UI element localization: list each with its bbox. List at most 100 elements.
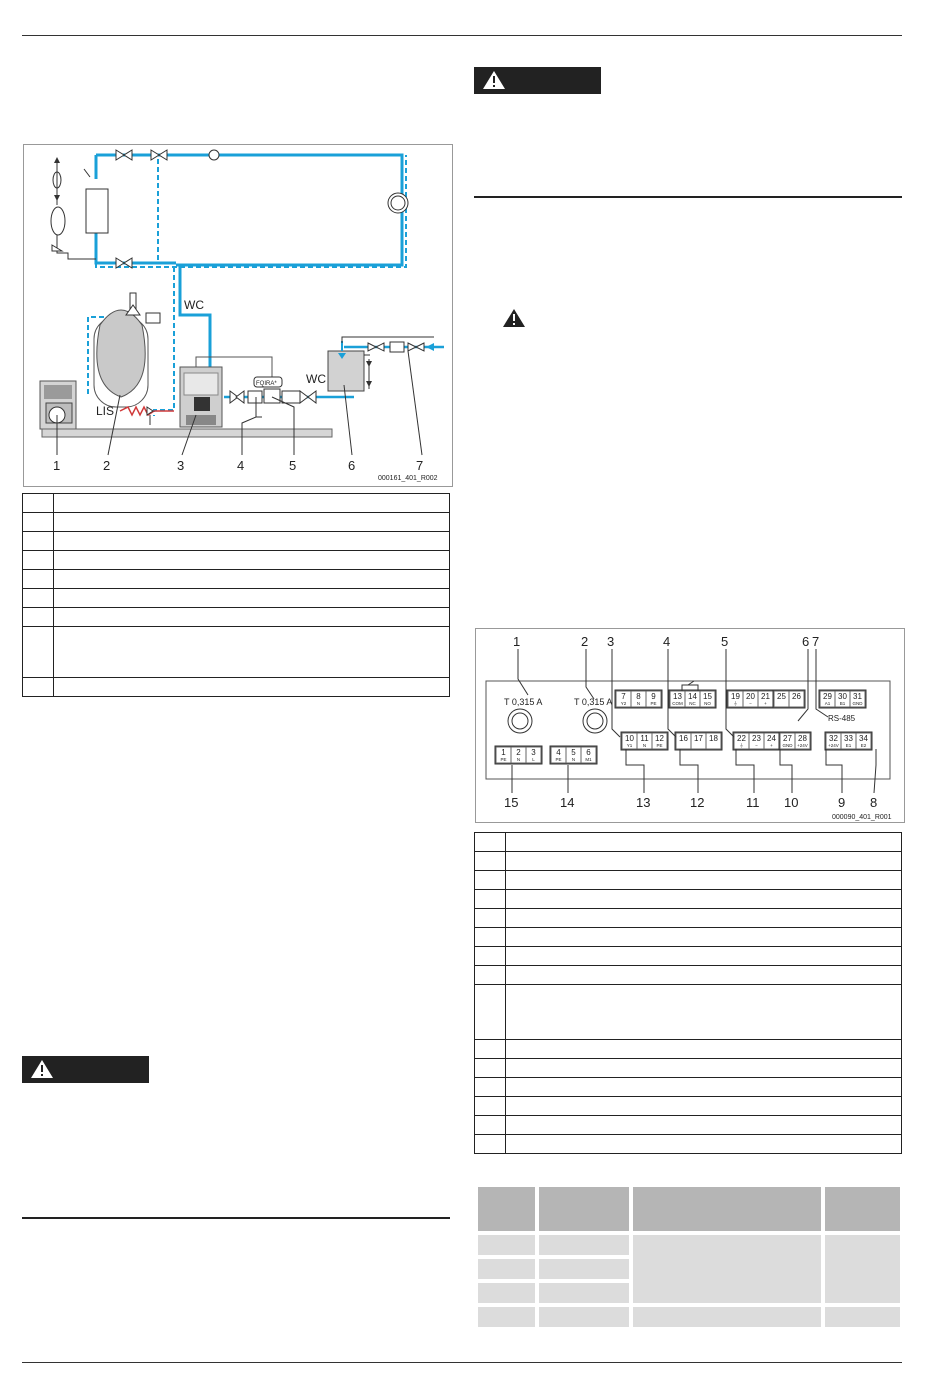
terminal-number: 24 <box>767 734 776 743</box>
callout-top-6: 6 <box>802 634 809 649</box>
figure-code: 000161_401_R002 <box>378 475 438 482</box>
terminal-signal: NO <box>704 701 711 706</box>
grey-cell <box>478 1235 536 1255</box>
callout-top-4: 4 <box>663 634 670 649</box>
grey-cell <box>632 1307 821 1327</box>
figure2-code: 000090_401_R001 <box>832 814 892 821</box>
wc-label-right: WC <box>306 372 326 386</box>
callout-2: 2 <box>103 458 110 473</box>
terminal-signal: ⏚ <box>733 700 738 706</box>
terminal-signal: COM <box>672 701 683 706</box>
warning-icon <box>31 1060 53 1078</box>
warning-bar-right <box>474 67 601 94</box>
grey-header-cell <box>824 1187 900 1231</box>
terminal-number: 7 <box>621 692 626 701</box>
terminal-number: 33 <box>844 734 853 743</box>
terminal-signal: L <box>532 757 535 762</box>
terminal-number: 17 <box>694 734 703 743</box>
grey-cell <box>539 1259 629 1279</box>
grey-cell <box>478 1283 536 1303</box>
terminal-signal: +24V <box>797 743 808 748</box>
terminal-signal: E2 <box>861 743 867 748</box>
grey-header-cell <box>539 1187 629 1231</box>
section-rule-left <box>22 1217 450 1219</box>
terminal-number: 32 <box>829 734 838 743</box>
terminal-number: 23 <box>752 734 761 743</box>
terminal-number: 16 <box>679 734 688 743</box>
terminal-signal: PE <box>656 743 662 748</box>
lis-label: LIS <box>96 404 114 418</box>
grey-cell <box>539 1283 629 1303</box>
callout-bottom-15: 15 <box>504 795 518 810</box>
terminal-number: 21 <box>761 692 770 701</box>
callout-3: 3 <box>177 458 184 473</box>
callout-bottom-13: 13 <box>636 795 650 810</box>
grey-header-cell <box>632 1187 821 1231</box>
callout-top-5: 5 <box>721 634 728 649</box>
terminal-signal: + <box>764 701 767 706</box>
terminal-number: 26 <box>792 692 801 701</box>
terminal-number: 4 <box>556 748 561 757</box>
fqira-label: FQIRA* <box>256 381 277 387</box>
callout-bottom-9: 9 <box>838 795 845 810</box>
terminal-number: 25 <box>777 692 786 701</box>
grey-table <box>474 1183 904 1331</box>
terminal-18 <box>705 732 722 750</box>
terminal-signal: Y1 <box>627 743 633 748</box>
terminal-number: 3 <box>531 748 536 757</box>
callout-7: 7 <box>416 458 423 473</box>
grey-cell <box>539 1307 629 1327</box>
terminal-number: 27 <box>783 734 792 743</box>
terminal-signal: + <box>770 743 773 748</box>
grey-cell <box>478 1307 536 1327</box>
terminal-signal: A1 <box>825 701 831 706</box>
terminal-signal: N <box>643 743 646 748</box>
grey-header-cell <box>478 1187 536 1231</box>
grey-cell <box>824 1307 900 1327</box>
terminal-number: 20 <box>746 692 755 701</box>
fuse-label-2: T 0,315 A <box>574 697 612 707</box>
terminal-number: 19 <box>731 692 740 701</box>
terminal-number: 31 <box>853 692 862 701</box>
callout-bottom-10: 10 <box>784 795 798 810</box>
terminal-number: 28 <box>798 734 807 743</box>
terminal-number: 9 <box>651 692 656 701</box>
callout-bottom-11: 11 <box>746 795 760 810</box>
grey-cell <box>632 1235 821 1303</box>
terminal-12 <box>651 732 668 750</box>
callout-bottom-12: 12 <box>690 795 704 810</box>
bottom-rule <box>22 1362 902 1363</box>
terminal-signal: N <box>637 701 640 706</box>
terminal-signal: N <box>572 757 575 762</box>
terminal-number: 22 <box>737 734 746 743</box>
warning-icon <box>483 71 505 89</box>
terminal-number: 15 <box>703 692 712 701</box>
terminal-signal: B1 <box>840 701 846 706</box>
terminal-signal: +24V <box>828 743 839 748</box>
terminal-signal: − <box>749 701 752 706</box>
terminal-6 <box>580 746 597 764</box>
caution-icon <box>503 309 525 327</box>
terminal-number: 5 <box>571 748 576 757</box>
section-rule-right <box>474 196 902 198</box>
terminal-number: 8 <box>636 692 641 701</box>
callout-1: 1 <box>53 458 60 473</box>
terminal-signal: PE <box>650 701 656 706</box>
fuse-label-1: T 0,315 A <box>504 697 542 707</box>
terminal-31 <box>849 690 866 708</box>
hydraulic-diagram: FQIRA* WC WC LIS 1 2 3 4 5 6 7 000161_40… <box>23 144 453 487</box>
terminal-26 <box>788 690 805 708</box>
terminal-28 <box>794 732 811 750</box>
callout-top-7: 7 <box>812 634 819 649</box>
terminal-signal: PE <box>500 757 506 762</box>
terminal-signal: − <box>755 743 758 748</box>
terminal-3 <box>525 746 542 764</box>
callout-top-1: 1 <box>513 634 520 649</box>
grey-cell <box>824 1235 900 1303</box>
terminal-signal: ⏚ <box>739 742 744 748</box>
terminal-signal: GND <box>853 701 864 706</box>
terminal-signal: M1 <box>585 757 592 762</box>
callout-4: 4 <box>237 458 244 473</box>
terminal-signal: NC <box>689 701 696 706</box>
